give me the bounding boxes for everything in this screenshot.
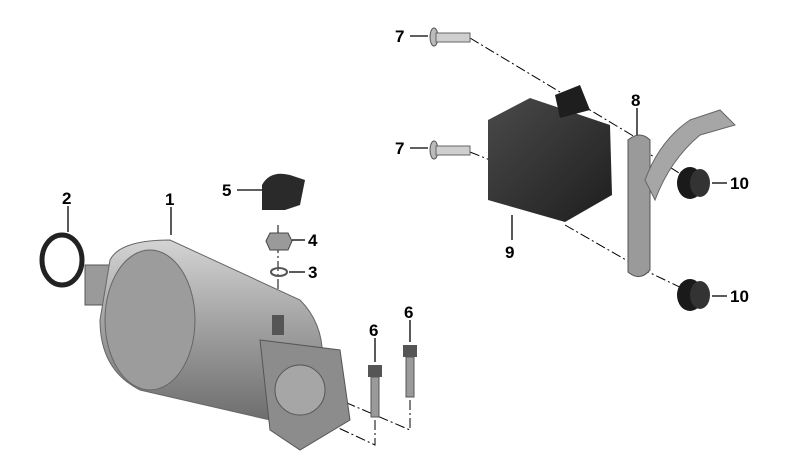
- bolt: [429, 27, 471, 47]
- rubber-mount: [677, 279, 710, 311]
- callout-9: 9: [505, 243, 514, 262]
- flange-bolt: [403, 345, 417, 398]
- callout-8: 8: [631, 91, 640, 110]
- callout-3: 3: [308, 263, 317, 282]
- callout-4: 4: [308, 231, 318, 250]
- starter-motor: [84, 239, 351, 451]
- bolt: [429, 140, 471, 160]
- callout-5: 5: [222, 181, 231, 200]
- bracket: [627, 109, 736, 277]
- callout-6b: 6: [404, 303, 413, 322]
- o-ring: [39, 232, 85, 288]
- rubber-mount: [677, 167, 710, 199]
- leader-lines: [67, 35, 727, 362]
- callout-7b: 7: [395, 139, 404, 158]
- terminal-cap: [262, 173, 305, 210]
- callout-10b: 10: [730, 287, 749, 306]
- callout-1: 1: [165, 190, 174, 209]
- callout-2: 2: [62, 189, 71, 208]
- callout-6a: 6: [369, 321, 378, 340]
- callout-10a: 10: [730, 174, 749, 193]
- control-unit: [488, 85, 612, 222]
- flange-bolt: [368, 365, 382, 418]
- washer: [270, 267, 288, 277]
- callout-7a: 7: [395, 27, 404, 46]
- hex-nut: [265, 232, 293, 251]
